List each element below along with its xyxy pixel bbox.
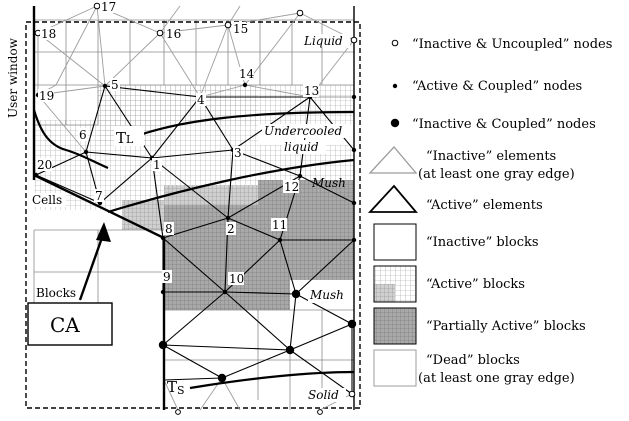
- node-9: [160, 289, 166, 295]
- node-solid-c: [217, 373, 227, 383]
- legend-partially-active-blocks: “Partially Active” blocks: [426, 319, 586, 334]
- liquid-label: Liquid: [303, 34, 343, 48]
- label-node-9: 9: [163, 270, 171, 284]
- legend-dead-block-icon: [373, 349, 417, 387]
- coarse-grid-lines: [33, 19, 354, 400]
- legend-active-blocks: “Active” blocks: [426, 277, 525, 292]
- node-liquid-edge: [350, 36, 358, 44]
- legend-inactive-elements-line2: (at least one gray edge): [418, 167, 575, 182]
- node-16: [156, 29, 164, 37]
- node-15: [224, 21, 232, 29]
- label-node-7: 7: [95, 189, 103, 203]
- legend-active-element-icon: [367, 184, 418, 213]
- node-bottom-a: [175, 409, 181, 415]
- node-solid-b: [285, 345, 295, 355]
- active-element-edges: [35, 85, 355, 395]
- legend-inactive-block-icon: [373, 223, 417, 261]
- label-node-6: 6: [79, 128, 87, 142]
- ca-arrow-shaft: [78, 231, 106, 301]
- node-14: [242, 82, 248, 88]
- node-solid-edge: [348, 390, 356, 398]
- legend-open-node-icon: [391, 39, 399, 47]
- node-8: [160, 235, 166, 241]
- node-12: [297, 173, 303, 179]
- active-light-block: [122, 200, 164, 230]
- label-node-15: 15: [233, 22, 248, 36]
- legend-active-coupled: “Active & Coupled” nodes: [412, 79, 582, 94]
- node-number-labels: 17 18 16 15 14 13 19 5 4 6 1 3 20 12 7 2…: [36, 0, 319, 286]
- label-node-16: 16: [166, 27, 181, 41]
- ca-label: CA: [50, 313, 80, 337]
- label-node-4: 4: [197, 93, 205, 107]
- node-20: [33, 172, 39, 178]
- undercooled-label-line1: Undercooled: [264, 124, 342, 138]
- legend-partially-active-block-icon: [373, 307, 417, 345]
- legend-active-block-icon: [373, 265, 417, 303]
- node-18: [34, 29, 42, 37]
- legend-inactive-elements-line1: “Inactive” elements: [426, 149, 556, 164]
- label-node-13: 13: [304, 84, 319, 98]
- node-mush-b: [347, 319, 357, 329]
- cells-label: Cells: [32, 193, 62, 207]
- node-right-b: [351, 147, 357, 153]
- node-10: [222, 289, 228, 295]
- mush-front: [107, 158, 355, 214]
- label-node-11: 11: [272, 218, 287, 232]
- ca-arrow-head: [96, 222, 111, 242]
- label-node-12: 12: [284, 180, 299, 194]
- solid-label: Solid: [308, 388, 339, 402]
- ca-box: [27, 302, 113, 346]
- active-light-block-b: [164, 185, 258, 205]
- node-right-a: [351, 94, 357, 100]
- label-node-2: 2: [227, 222, 235, 236]
- mush-top-label: Mush: [311, 176, 346, 190]
- node-2: [225, 215, 231, 221]
- legend-dead-blocks-line1: “Dead” blocks: [426, 353, 520, 368]
- label-node-14: 14: [239, 67, 255, 81]
- label-node-1: 1: [153, 158, 161, 172]
- undercooled-label-line2: liquid: [284, 140, 319, 154]
- legend-inactive-coupled: “Inactive & Coupled” nodes: [412, 117, 596, 132]
- node-mush-a: [291, 289, 301, 299]
- liquidus-isotherm: [125, 110, 355, 142]
- label-node-17: 17: [101, 0, 116, 14]
- ca-callout: CA: [27, 222, 113, 346]
- tl-label: TL: [116, 129, 134, 147]
- solidus-isotherm: [189, 370, 355, 390]
- legend-active-elements: “Active” elements: [426, 198, 543, 213]
- legend-small-dot-icon: [392, 83, 398, 89]
- node-solid-a: [158, 340, 168, 350]
- node-17: [93, 2, 101, 10]
- node-11: [277, 237, 283, 243]
- node-right-c: [351, 200, 357, 206]
- label-node-19: 19: [39, 89, 54, 103]
- region-labels: User window Liquid Undercooled liquid Mu…: [6, 34, 350, 402]
- label-node-20: 20: [37, 158, 52, 172]
- label-node-10: 10: [229, 272, 244, 286]
- legend-large-dot-icon: [390, 118, 400, 128]
- node-5: [102, 83, 108, 89]
- legend: “Inactive & Uncoupled” nodes “Active & C…: [367, 37, 612, 387]
- user-window-label: User window: [6, 37, 20, 118]
- node-bottom-b: [317, 409, 323, 415]
- blocks-label: Blocks: [36, 286, 76, 300]
- node-top-right: [296, 9, 304, 17]
- label-node-18: 18: [41, 27, 56, 41]
- legend-inactive-blocks: “Inactive” blocks: [426, 235, 539, 250]
- node-6: [83, 149, 89, 155]
- legend-inactive-uncoupled: “Inactive & Uncoupled” nodes: [412, 37, 612, 52]
- partially-active-block-a: [164, 205, 259, 310]
- legend-dead-blocks-line2: (at least one gray edge): [418, 371, 575, 386]
- mush-mid-label: Mush: [309, 288, 344, 302]
- label-node-3: 3: [234, 146, 242, 160]
- label-node-5: 5: [111, 78, 119, 92]
- label-node-8: 8: [165, 222, 173, 236]
- legend-inactive-element-icon: [368, 146, 418, 174]
- cell-boundary-curve: [32, 109, 109, 170]
- node-right-d: [351, 237, 357, 243]
- partially-active-block-c: [258, 280, 290, 310]
- ts-label: TS: [167, 378, 185, 397]
